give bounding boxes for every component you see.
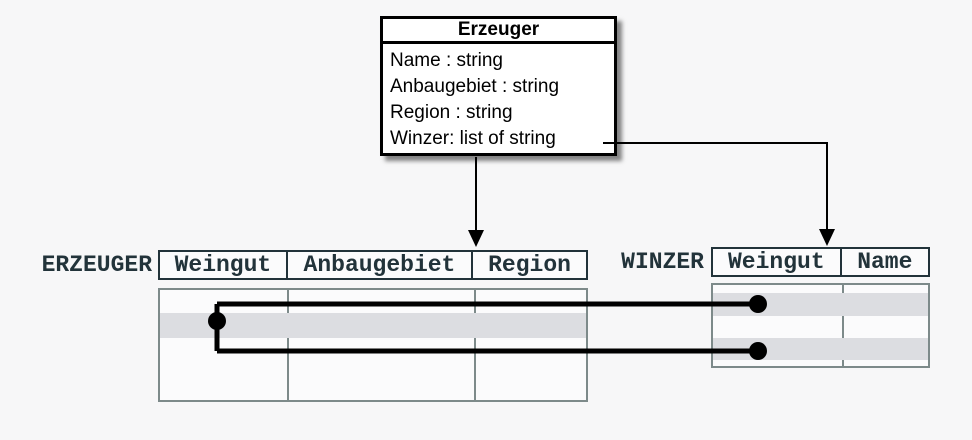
class-attribute-name: Name : string — [390, 50, 503, 71]
erzeuger-highlighted-row — [160, 313, 586, 338]
uml-class-box: Erzeuger Name : string Anbaugebiet : str… — [380, 16, 617, 156]
column-divider — [287, 290, 289, 400]
erzeuger-table-body — [158, 288, 588, 402]
winzer-column-name: Name — [839, 249, 928, 275]
class-box-title: Erzeuger — [383, 19, 614, 44]
erzeuger-column-region: Region — [471, 252, 586, 278]
winzer-column-weingut: Weingut — [728, 249, 825, 275]
erzeuger-column-anbaugebiet: Anbaugebiet — [285, 252, 471, 278]
column-divider — [474, 290, 476, 400]
erzeuger-table-label: ERZEUGER — [41, 252, 152, 278]
winzer-highlighted-row-1 — [713, 293, 928, 316]
winzer-table-label: WINZER — [621, 249, 704, 275]
class-to-erzeuger-arrow — [468, 157, 484, 247]
class-box-attributes: Name : string Anbaugebiet : string Regio… — [383, 44, 614, 152]
winzer-attribute-to-winzer-arrow — [603, 142, 835, 246]
class-attribute-winzer: Winzer: list of string — [390, 128, 556, 149]
class-attribute-region: Region : string — [390, 102, 513, 123]
column-divider — [842, 285, 844, 366]
arrow-shaft — [603, 142, 828, 232]
class-attribute-anbaugebiet: Anbaugebiet : string — [390, 76, 560, 97]
arrowhead-down-icon — [468, 230, 484, 247]
winzer-table-body — [711, 283, 930, 368]
winzer-highlighted-row-2 — [713, 338, 928, 360]
erzeuger-column-weingut: Weingut — [174, 252, 272, 278]
winzer-table-header: Weingut Name — [711, 247, 930, 277]
erzeuger-table-header: Weingut Anbaugebiet Region — [158, 250, 588, 280]
arrowhead-down-icon — [819, 229, 835, 246]
